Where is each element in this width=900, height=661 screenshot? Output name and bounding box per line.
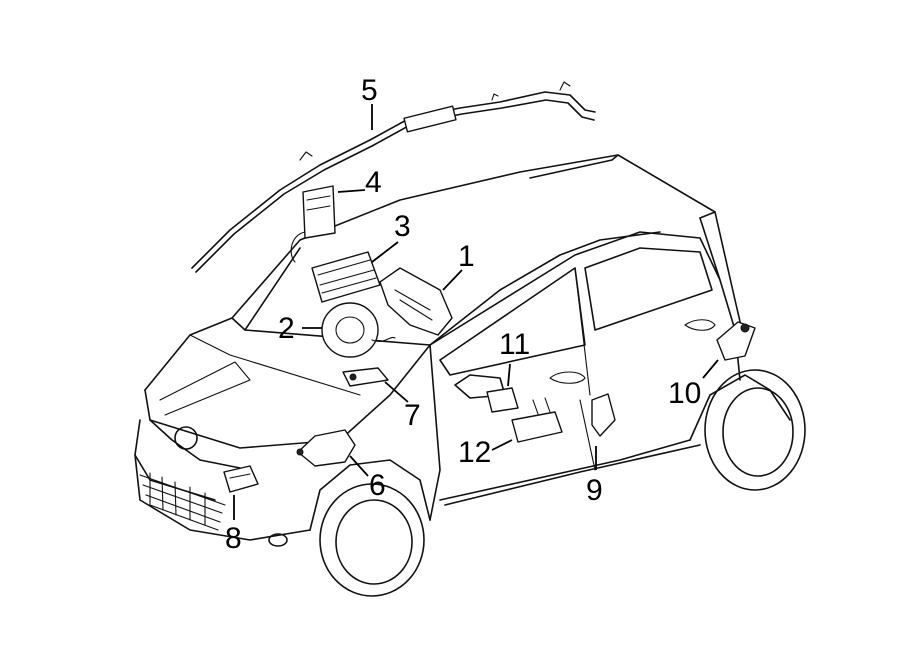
arrow-4 (337, 189, 366, 193)
arrow-11 (507, 363, 511, 387)
rear-sensor-part (591, 393, 616, 437)
callout-1: 1 (458, 240, 475, 273)
arrow-12 (491, 439, 513, 451)
arrow-3 (371, 241, 399, 263)
clock-spring-part (321, 302, 396, 358)
arrow-6 (349, 455, 369, 477)
side-airbag-part (290, 185, 336, 263)
callout-arrows (233, 104, 719, 520)
callout-4: 4 (365, 166, 382, 199)
front-sensor-part (342, 367, 389, 387)
callout-11: 11 (499, 328, 530, 361)
callout-3: 3 (394, 210, 411, 243)
callout-9: 9 (586, 474, 603, 507)
callout-10: 10 (668, 377, 701, 410)
arrow-7 (384, 381, 409, 403)
door-sensor-part (486, 387, 519, 413)
rear-side-sensor-part (716, 321, 756, 361)
steering-column-part (379, 267, 453, 336)
knee-airbag-part (511, 397, 563, 443)
front-impact-sensor-part (223, 465, 259, 493)
callout-2: 2 (278, 312, 295, 345)
callout-7: 7 (404, 399, 421, 432)
callout-8: 8 (225, 522, 242, 555)
arrow-10 (702, 359, 719, 379)
car-outline (134, 154, 806, 597)
passenger-airbag-part (311, 251, 381, 303)
center-module-part (296, 429, 356, 467)
callout-12: 12 (458, 436, 491, 469)
callout-6: 6 (369, 469, 386, 502)
arrow-1 (442, 269, 463, 291)
callout-labels: 5 4 3 1 2 7 6 8 11 12 9 10 (225, 74, 701, 555)
curtain-airbag-part (191, 81, 596, 273)
callout-5: 5 (361, 74, 378, 107)
